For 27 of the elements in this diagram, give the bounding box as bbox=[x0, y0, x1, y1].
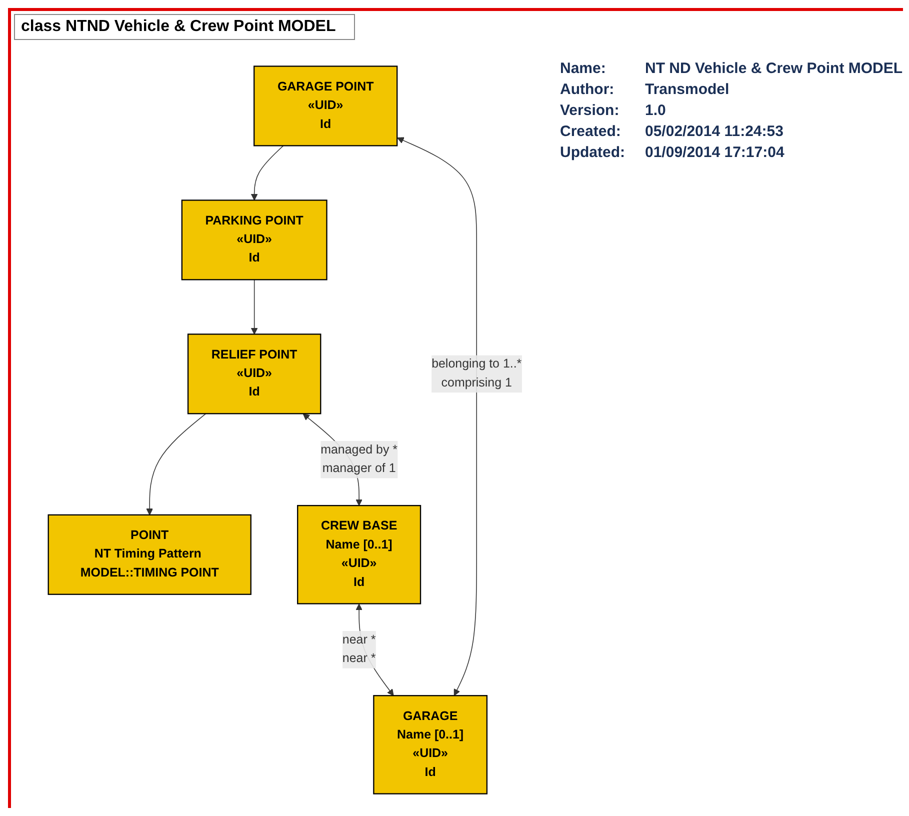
label: comprising 1 bbox=[441, 376, 512, 390]
field-name: Created: bbox=[560, 123, 622, 140]
label: manager of 1 bbox=[322, 462, 396, 476]
field-value: 1.0 bbox=[645, 102, 667, 119]
field-name: Version: bbox=[560, 102, 620, 119]
arrow bbox=[250, 145, 284, 201]
node-box: PARKING POINT «UID» Id bbox=[181, 200, 328, 280]
node-box: CREW BASE Name [0..1] «UID» Id bbox=[297, 504, 422, 604]
node-box: RELIEF POINT «UID» Id bbox=[187, 334, 322, 414]
label: near * bbox=[342, 633, 376, 647]
node-box: GARAGE Name [0..1] «UID» Id bbox=[373, 695, 488, 794]
field-value: NT ND Vehicle & Crew Point MODEL bbox=[645, 60, 903, 77]
field-value: 01/09/2014 17:17:04 bbox=[645, 144, 786, 161]
label: near * bbox=[342, 652, 376, 666]
node-box: POINT NT Timing Pattern MODEL::TIMING POINT bbox=[48, 514, 252, 595]
diagram-title: class NTND Vehicle & Crew Point MODEL bbox=[14, 14, 355, 40]
field-name: Author: bbox=[560, 81, 616, 98]
field-value: 05/02/2014 11:24:53 bbox=[645, 123, 784, 140]
arrow bbox=[250, 279, 258, 334]
node-box: GARAGE POINT «UID» Id bbox=[254, 66, 398, 146]
field-name: Updated: bbox=[560, 144, 625, 161]
field-name: Name: bbox=[560, 60, 607, 77]
label: managed by * bbox=[320, 443, 398, 456]
arrow bbox=[146, 413, 206, 516]
label: belonging to 1..* bbox=[432, 358, 522, 371]
field-value: Transmodel bbox=[645, 81, 730, 98]
arrow bbox=[397, 137, 477, 696]
